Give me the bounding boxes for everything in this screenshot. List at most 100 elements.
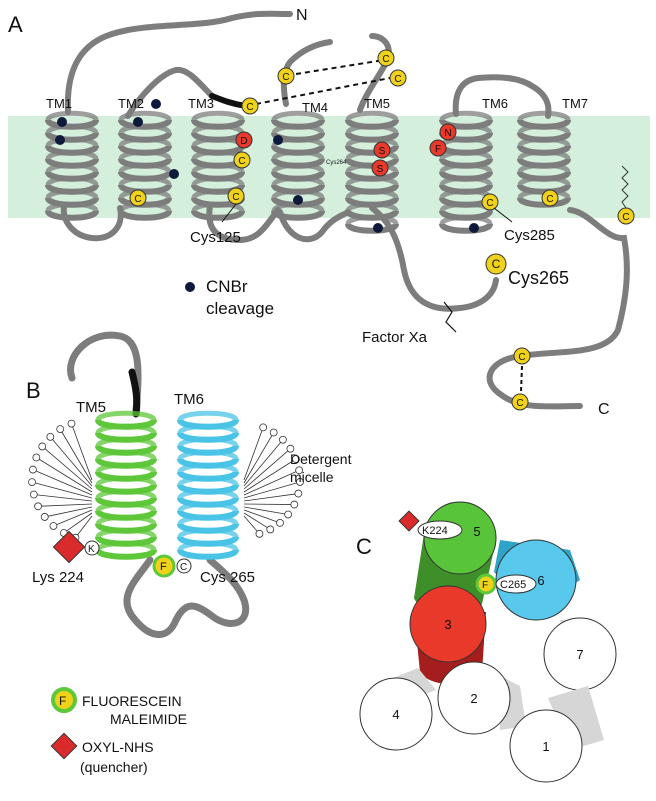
lipid-head bbox=[67, 419, 76, 428]
lipid-tail bbox=[243, 481, 301, 499]
lysine-marker bbox=[84, 540, 100, 556]
cys125-label: Cys125 bbox=[190, 229, 241, 246]
tm3-label: TM3 bbox=[188, 96, 214, 111]
legend-oxyl-label: OXYL-NHS bbox=[82, 739, 154, 755]
legend-quencher-icon bbox=[50, 732, 78, 760]
cys265-b-label: Cys 265 bbox=[200, 569, 255, 586]
c265-label: C265 bbox=[500, 579, 526, 591]
tm6-label: TM6 bbox=[482, 96, 508, 111]
lipid-tail bbox=[243, 506, 289, 515]
cys264-tiny-label: Cys264 bbox=[326, 160, 347, 166]
lipid-tail bbox=[243, 439, 284, 487]
disulfide-bonds bbox=[255, 59, 391, 105]
cys-residue-label: C bbox=[238, 156, 245, 167]
helix-2-top bbox=[437, 661, 511, 735]
helix-tm7 bbox=[517, 110, 571, 208]
tm4-label: TM4 bbox=[302, 100, 328, 115]
helix-2-number: 2 bbox=[470, 691, 477, 706]
helix-b-tm6 bbox=[177, 410, 239, 560]
lipid-tail bbox=[243, 432, 275, 484]
tm5-black-segment bbox=[128, 368, 141, 418]
cys-residue-label: C bbox=[134, 194, 141, 205]
legend-fluorescein-icon bbox=[51, 687, 77, 713]
lipid-head bbox=[255, 529, 264, 538]
lipid-tail bbox=[63, 512, 93, 534]
legend-quencher-label: (quencher) bbox=[80, 759, 148, 775]
helix-1-number: 1 bbox=[542, 739, 549, 754]
lipid-tail bbox=[71, 423, 93, 481]
cys-residue-label: C bbox=[246, 102, 253, 113]
cys-residue-label: C bbox=[622, 212, 629, 223]
detergent-label-line1: Detergent bbox=[290, 451, 352, 467]
helix-5-number: 5 bbox=[473, 524, 480, 539]
factor-xa-label: Factor Xa bbox=[362, 329, 428, 346]
c-fluorescein-icon bbox=[475, 573, 497, 595]
lipid-head bbox=[49, 522, 58, 530]
panel-a: A TM1 TM2 TM3 TM4 TM5 TM6 bbox=[8, 7, 650, 418]
lipid-head bbox=[34, 502, 42, 511]
detergent-micelle bbox=[28, 419, 304, 542]
helix-1-top bbox=[509, 709, 583, 783]
helix-tm1 bbox=[45, 110, 99, 221]
lipid-head bbox=[28, 478, 36, 486]
lipid-head bbox=[276, 518, 284, 527]
lys224-label: Lys 224 bbox=[32, 569, 84, 586]
lipid-head bbox=[32, 453, 41, 462]
tm-connecting-loop bbox=[123, 556, 250, 638]
lipid-head bbox=[40, 513, 49, 521]
tm5-b-label: TM5 bbox=[76, 399, 106, 416]
cys-residue-label: C bbox=[394, 74, 401, 85]
lipid-tail bbox=[243, 448, 291, 490]
c-quencher-icon bbox=[398, 510, 420, 532]
lipid-tail bbox=[41, 446, 93, 490]
lipid-head bbox=[46, 432, 55, 441]
lipid-head bbox=[296, 478, 304, 486]
helix-3-top bbox=[409, 585, 487, 663]
cys-residue-label: C bbox=[382, 54, 389, 65]
helix-b-tm5 bbox=[95, 410, 157, 560]
cys265-residue-label: C bbox=[492, 257, 501, 271]
palmitoyl-chain-icon bbox=[621, 165, 629, 209]
cys-residue-label: C bbox=[516, 398, 523, 409]
lipid-tail bbox=[243, 503, 295, 505]
cnbr-label-line1: CNBr bbox=[206, 277, 248, 296]
phe-residue-label: F bbox=[435, 144, 441, 155]
lipid-tail bbox=[53, 509, 93, 527]
lipid-head bbox=[290, 500, 299, 509]
helix-1-body bbox=[548, 686, 604, 750]
cnbr-label-line2: cleavage bbox=[206, 299, 274, 318]
legend-fluorescein-line2: MALEIMIDE bbox=[110, 711, 187, 727]
c-fluorescein-label: F bbox=[482, 580, 488, 591]
lipid-tail bbox=[243, 469, 300, 496]
lipid-tail bbox=[243, 458, 297, 493]
helix-numbers: 1 2 3 4 5 6 7 bbox=[392, 524, 583, 754]
fluorescein-marker bbox=[152, 554, 176, 578]
cys285-leader bbox=[493, 207, 513, 223]
lipid-head bbox=[269, 428, 278, 437]
cys-residue-label: C bbox=[518, 352, 525, 363]
residue-markers: C C C C D C C C S S N F C C bbox=[129, 49, 635, 411]
cysteine-marker bbox=[176, 558, 192, 574]
legend: F FLUORESCEIN MALEIMIDE OXYL-NHS (quench… bbox=[50, 687, 187, 775]
lipid-tail bbox=[243, 509, 281, 524]
lipid-tail bbox=[243, 515, 260, 535]
helix-6-number: 6 bbox=[537, 573, 544, 588]
lipid-head bbox=[284, 510, 293, 519]
cys285-residue-label: C bbox=[486, 198, 493, 209]
lipid-head bbox=[286, 444, 295, 453]
lipid-tail bbox=[31, 481, 93, 499]
n-terminus: N bbox=[296, 7, 308, 24]
tm7-label: TM7 bbox=[562, 96, 588, 111]
lipid-tail bbox=[75, 515, 93, 538]
lipid-head bbox=[259, 423, 268, 432]
helix-tm2 bbox=[118, 110, 172, 221]
lipid-tail bbox=[36, 457, 93, 493]
lipid-head bbox=[295, 466, 304, 475]
tm2-label: TM2 bbox=[118, 96, 144, 111]
cnbr-legend-dot bbox=[185, 282, 195, 292]
panel-c: C 1 2 3 4 5 6 7 K224 bbox=[356, 501, 617, 783]
lipid-head bbox=[266, 525, 275, 534]
lipid-tail bbox=[32, 469, 93, 496]
panel-c-label: C bbox=[356, 534, 372, 559]
